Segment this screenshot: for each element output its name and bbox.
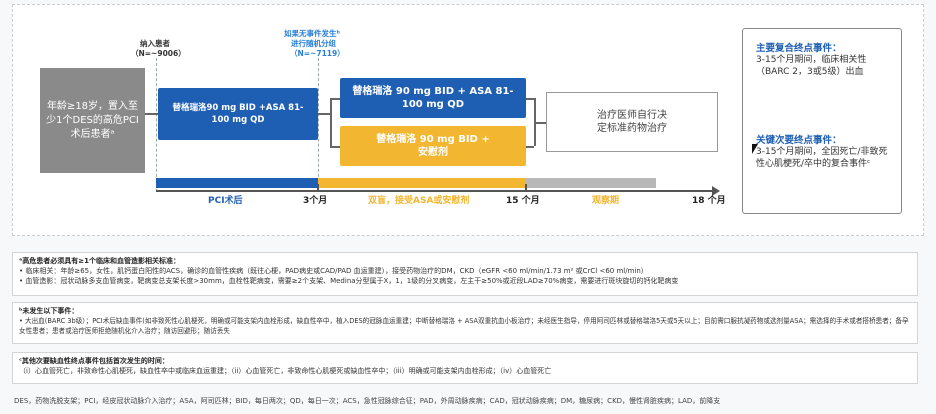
connector-split <box>330 98 332 146</box>
enroll-n: （N=~9006） <box>131 49 186 58</box>
observation-box: 治疗医师自行决定标准药物治疗 <box>546 92 718 152</box>
secondary-endpoint-text: 3-15个月期间，全因死亡/非致死性心肌梗死/卒中的复合事件ᶜ <box>756 147 888 169</box>
connector-observe <box>534 122 546 124</box>
note-a-angio: • 血管造影：冠状动脉多支血管病变，靶病变总支架长度>30mm，血栓性靶病变，需… <box>19 277 679 285</box>
note-b: ᵇ未发生以下事件： • 大出血(BARC 3b级）；PCI术后缺血事件(如非致死… <box>12 302 918 344</box>
random-label-2: 进行随机分组 <box>291 39 336 48</box>
endpoints-box <box>742 28 902 214</box>
guide-line-random <box>318 58 319 192</box>
note-a-title: ᵃ高危患者必须具有≥1个临床和血管造影相关标准： <box>19 257 180 265</box>
connector-merge-down <box>526 146 534 148</box>
note-c-text: （i）心血管死亡，非致命性心肌梗死，缺血性卒中或临床血运重建；（ii）心血管死亡… <box>19 367 552 375</box>
tick-15m <box>525 184 527 191</box>
timeline-label-15m: 15 个月 <box>506 196 540 206</box>
enroll-label: 纳入患者 <box>140 39 170 48</box>
timeline-label-pci: PCI术后 <box>208 196 243 206</box>
connector-1 <box>145 113 158 115</box>
note-b-text: • 大出血(BARC 3b级）；PCI术后缺血事件(如非致死性心肌梗死，明确或可… <box>19 317 909 335</box>
connector-up <box>330 98 340 100</box>
note-a: ᵃ高危患者必须具有≥1个临床和血管造影相关标准： • 临床相关：年龄≥65，女性… <box>12 252 918 296</box>
note-c-title: ᶜ其他次要缺血性终点事件包括首次发生的时间： <box>19 357 169 365</box>
primary-endpoint-title: 主要复合终点事件： <box>756 43 842 54</box>
timeline-bar-observe <box>526 178 656 188</box>
connector-2 <box>318 113 330 115</box>
timeline-bar-pci <box>156 178 318 188</box>
arm-placebo-box: 替格瑞洛 90 mg BID + 安慰剂 <box>340 126 526 166</box>
mouse-cursor-icon <box>752 144 758 154</box>
abbreviation-footnote: DES，药物洗脱支架；PCI，经皮冠状动脉介入治疗；ASA，阿司匹林；BID，每… <box>14 397 721 405</box>
guide-line-enroll <box>156 58 157 192</box>
connector-down <box>330 146 340 148</box>
random-n: （N=~7119） <box>290 49 345 58</box>
timeline-label-18m: 18 个月 <box>692 196 726 206</box>
tick-3m <box>317 184 319 191</box>
arm-aspirin-box: 替格瑞洛 90 mg BID + ASA 81-100 mg QD <box>340 78 526 118</box>
connector-merge-up <box>526 98 534 100</box>
timeline-arrow-icon <box>712 186 720 196</box>
timeline-axis <box>156 190 716 192</box>
patient-box: 年龄≥18岁，置入至少1个DES的高危PCI术后患者ᵃ <box>40 68 145 173</box>
phase1-treatment-box: 替格瑞洛90 mg BID +ASA 81-100 mg QD <box>158 88 318 140</box>
timeline-label-observe: 观察期 <box>592 196 620 206</box>
note-c: ᶜ其他次要缺血性终点事件包括首次发生的时间： （i）心血管死亡，非致命性心肌梗死… <box>12 352 918 384</box>
random-label-1: 如果无事件发生ᵇ <box>284 29 341 38</box>
secondary-endpoint-title: 关键次要终点事件： <box>756 135 842 146</box>
primary-endpoint-text: 3-15个月期间，临床相关性（BARC 2，3或5级）出血 <box>756 55 867 77</box>
note-a-clinical: • 临床相关：年龄≥65，女性，肌钙蛋白阳性的ACS，确诊的血管性疾病（既往心梗… <box>19 267 648 275</box>
timeline-label-3m: 3个月 <box>303 196 328 206</box>
timeline-label-blind: 双盲，接受ASA或安慰剂 <box>368 196 470 206</box>
timeline-bar-blind <box>318 178 526 188</box>
note-b-title: ᵇ未发生以下事件： <box>19 307 79 315</box>
